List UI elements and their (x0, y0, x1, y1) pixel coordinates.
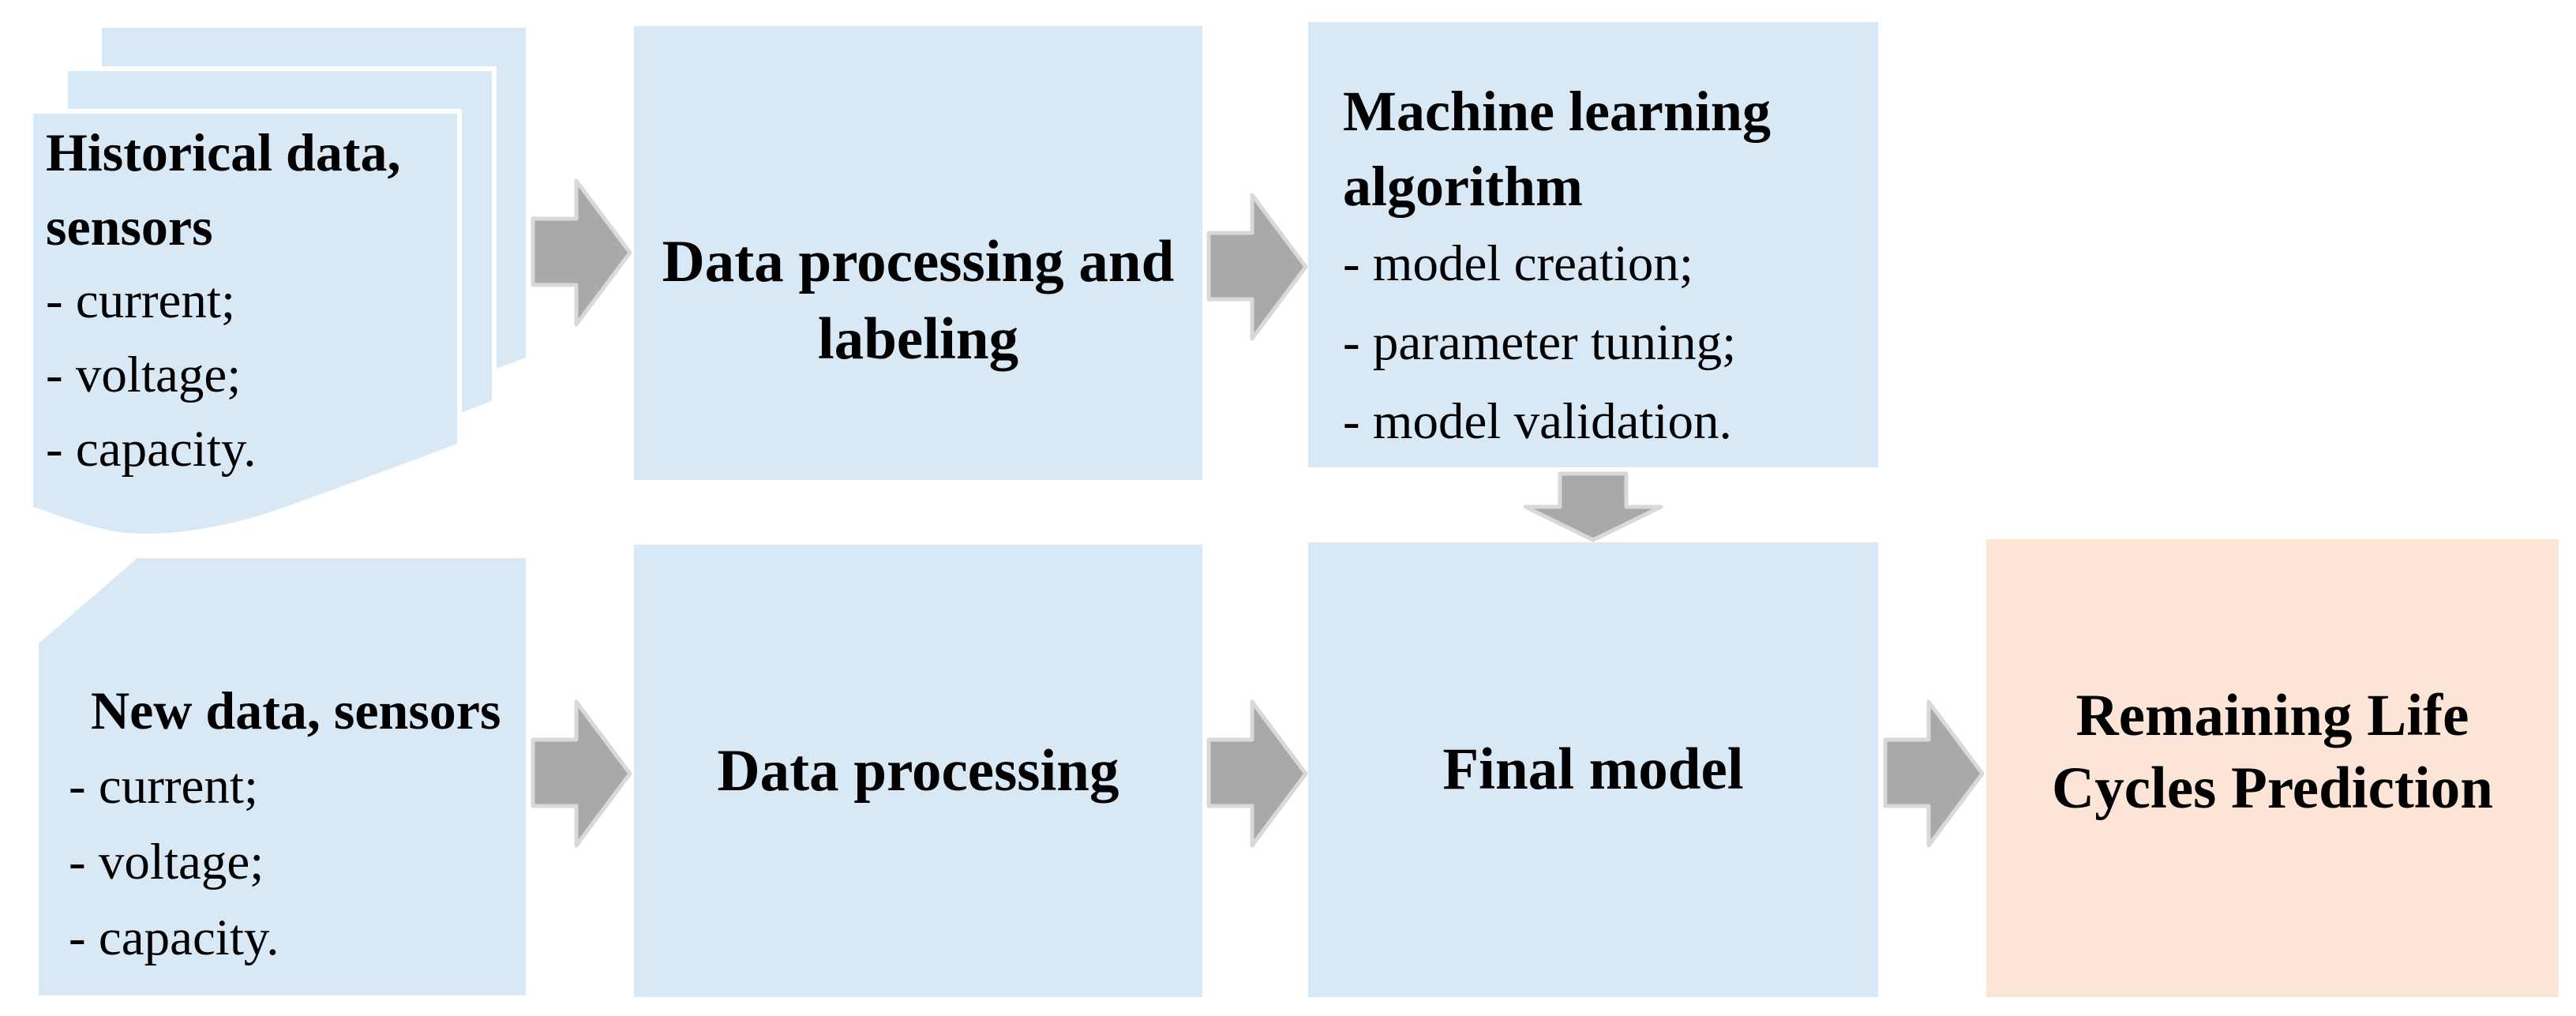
ml-algorithm-box (1308, 22, 1878, 467)
prediction-line1: Remaining Life (2075, 683, 2469, 748)
arrow-final-to-prediction (1883, 699, 1985, 848)
prediction-box: Remaining Life Cycles Prediction (1986, 539, 2559, 997)
data-processing-label: Data processing (717, 737, 1119, 804)
prediction-label: Remaining Life Cycles Prediction (2052, 680, 2493, 825)
list-item: - capacity. (46, 421, 257, 478)
list-item: - model validation. (1343, 393, 1732, 450)
prediction-line2: Cycles Prediction (2052, 755, 2493, 821)
list-item: - voltage; (46, 347, 242, 403)
data-processing-labeling-label: Data processing and labeling (662, 223, 1175, 378)
new-data-heading: New data, sensors (91, 680, 501, 740)
historical-data-node: Historical data, sensors - current; - vo… (0, 0, 553, 553)
final-model-box: Final model (1308, 542, 1878, 997)
historical-data-heading-line2: sensors (46, 197, 213, 257)
new-data-card-shape (39, 558, 526, 995)
document-shape-front (28, 109, 462, 538)
list-item: - current; (46, 272, 236, 329)
list-item: - parameter tuning; (1343, 314, 1737, 371)
data-processing-box: Data processing (634, 545, 1202, 997)
arrow-ml-to-final-model (1523, 471, 1663, 542)
historical-data-heading-line1: Historical data, (46, 122, 401, 182)
list-item: - voltage; (69, 834, 264, 890)
list-item: - model creation; (1343, 235, 1693, 292)
arrow-historical-to-processing (531, 178, 632, 327)
arrow-processing-to-final (1206, 699, 1308, 848)
list-item: - capacity. (69, 909, 279, 966)
list-item: - current; (69, 758, 259, 815)
final-model-label: Final model (1442, 737, 1744, 802)
ml-heading-line2: algorithm (1343, 155, 1583, 218)
ml-algorithm-text: Machine learning algorithm - model creat… (1343, 74, 1864, 461)
new-data-text: New data, sensors - current; - voltage; … (69, 673, 511, 976)
data-processing-labeling-box: Data processing and labeling (634, 26, 1202, 480)
historical-data-text: Historical data, sensors - current; - vo… (46, 115, 456, 486)
ml-heading-line1: Machine learning (1343, 80, 1771, 143)
arrow-processing-to-ml (1206, 193, 1308, 341)
label-line1: Data processing and (662, 228, 1175, 294)
arrow-newdata-to-processing (531, 699, 632, 848)
label-line2: labeling (817, 306, 1019, 372)
